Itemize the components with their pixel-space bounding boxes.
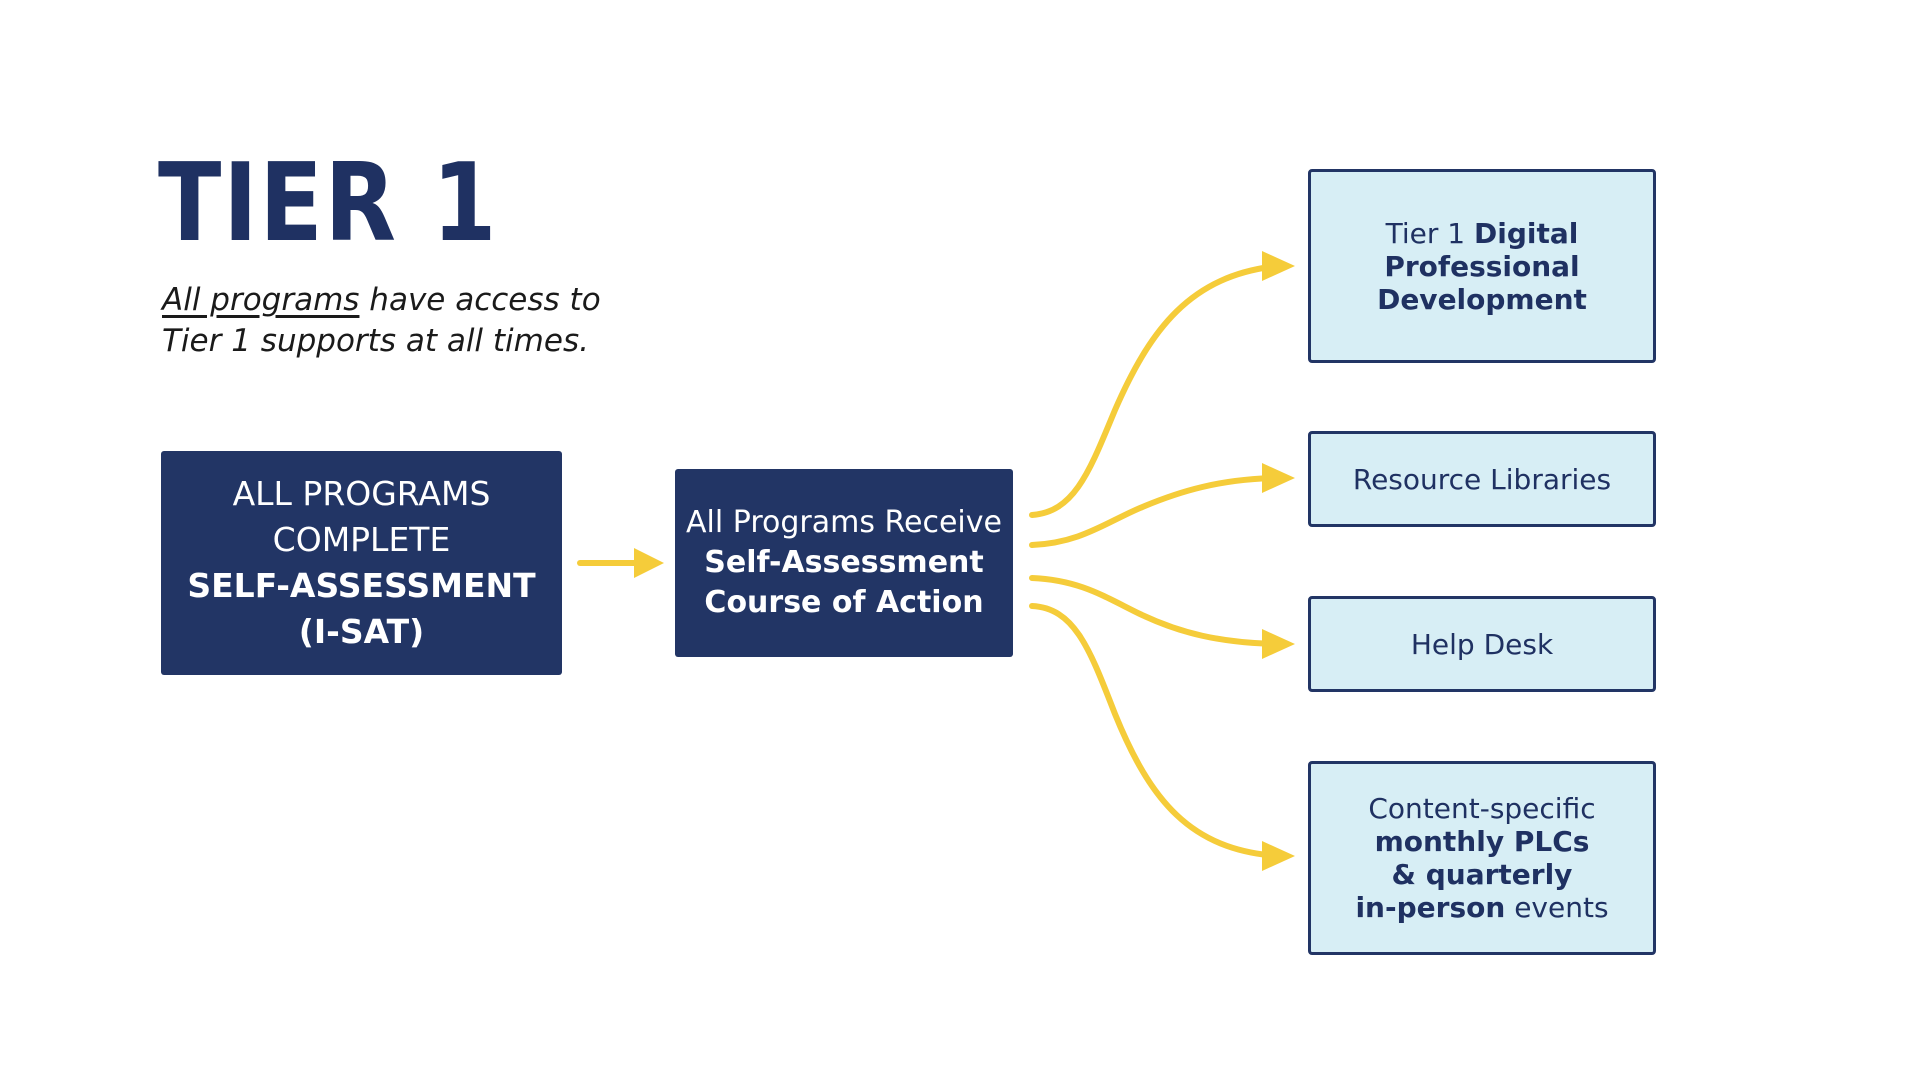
subtitle-underlined-text: All programs — [162, 282, 360, 318]
arrow-head-step1-to-step2 — [634, 548, 664, 578]
plc-suffix: events — [1505, 891, 1609, 924]
plc-line-1: Content-specific — [1368, 792, 1596, 825]
step-receive-course-of-action: All Programs Receive Self-Assessment Cou… — [675, 469, 1013, 657]
plc-line-4: in-person events — [1355, 891, 1608, 924]
arrow-to-resource-libraries — [1029, 475, 1281, 548]
plc-line-3: & quarterly — [1391, 858, 1573, 891]
plc-line-2: monthly PLCs — [1374, 825, 1590, 858]
step1-line-3: SELF-ASSESSMENT — [187, 566, 536, 605]
pd-line-2: Professional — [1384, 249, 1580, 283]
step2-line-3: Course of Action — [704, 585, 984, 620]
help-desk-label: Help Desk — [1410, 627, 1554, 661]
arrow-to-digital-pd — [1029, 263, 1281, 518]
subtitle-line-1: All programs have access to — [162, 280, 601, 321]
pd-line-1: Tier 1 Digital — [1386, 217, 1579, 250]
arrow-head-to-plcs — [1262, 841, 1295, 871]
subtitle-line-1-rest: have access to — [359, 282, 601, 318]
subtitle-line-2: Tier 1 supports at all times. — [162, 323, 589, 359]
support-digital-professional-development: Tier 1 Digital Professional Development — [1308, 169, 1656, 363]
step1-line-2: COMPLETE — [272, 520, 451, 559]
plc-bold-3: in-person — [1355, 891, 1506, 924]
page-title: TIER 1 — [158, 141, 499, 266]
resource-libraries-label: Resource Libraries — [1352, 462, 1612, 496]
support-help-desk: Help Desk — [1308, 596, 1656, 692]
step2-line-1: All Programs Receive — [686, 505, 1002, 540]
support-resource-libraries: Resource Libraries — [1308, 431, 1656, 527]
pd-bold-1: Digital — [1474, 216, 1579, 250]
support-plcs-and-events: Content-specific monthly PLCs & quarterl… — [1308, 761, 1656, 955]
arrow-to-plcs — [1029, 603, 1281, 859]
step2-line-2: Self-Assessment — [704, 545, 984, 580]
arrow-to-help-desk — [1029, 575, 1281, 647]
step1-line-4: (I-SAT) — [298, 612, 425, 651]
step-complete-self-assessment: ALL PROGRAMS COMPLETE SELF-ASSESSMENT (I… — [161, 451, 562, 675]
arrow-head-to-digital-pd — [1262, 251, 1295, 281]
subtitle: All programs have access to Tier 1 suppo… — [162, 280, 601, 362]
step1-line-1: ALL PROGRAMS — [232, 474, 491, 513]
pd-line-3: Development — [1377, 282, 1587, 316]
arrow-head-to-help-desk — [1262, 629, 1295, 659]
pd-prefix: Tier 1 — [1385, 216, 1474, 250]
arrow-head-to-resource-libraries — [1262, 463, 1295, 493]
